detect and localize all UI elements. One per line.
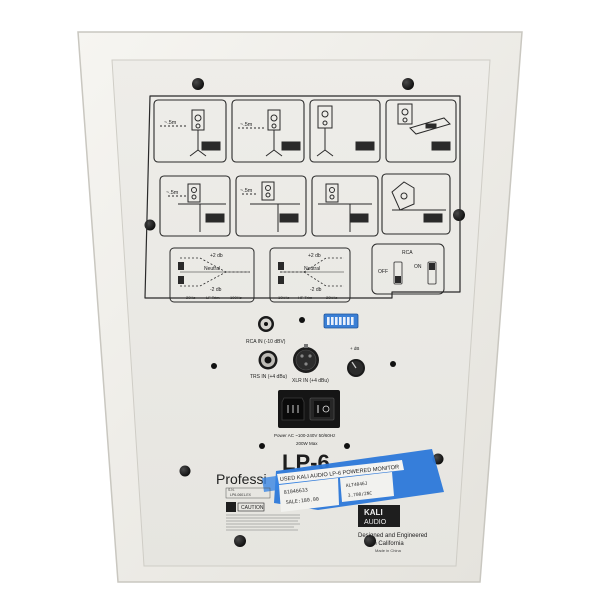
tag-sale: SALE:180.00 [286, 497, 320, 506]
hf-plus-label: +2 db [308, 253, 321, 259]
rca-input-jack[interactable] [258, 316, 274, 332]
dip-switch-bank[interactable] [323, 313, 359, 329]
placement-row-mid [159, 173, 451, 237]
lf-freq-high: 100Hz [230, 295, 242, 300]
distance-label: ~.5m [166, 190, 179, 196]
serial-number: LP6-0601-EX [230, 493, 252, 497]
placement-box [381, 173, 451, 235]
placement-box [309, 99, 381, 163]
screw-icon [299, 317, 305, 323]
hf-trim-label: HF Trim [298, 295, 313, 300]
tag-id-left: 81046633 [284, 488, 309, 496]
lf-neutral-label: Neutral [204, 266, 220, 272]
placement-box [153, 99, 227, 163]
rca-input-label: RCA IN (-10 dBV) [246, 339, 286, 345]
lf-freq-low: 20Hz [186, 295, 195, 300]
power-max-label: 200W Max [296, 441, 318, 446]
power-inlet-module [278, 390, 340, 428]
xlr-input-jack[interactable] [293, 344, 319, 373]
distance-label: ~.5m [240, 188, 253, 194]
hf-freq-low: 10kHz [278, 295, 289, 300]
compliance-label: S.N. LP6-0601-EX CAUTION [225, 487, 300, 531]
tag-id-right: ALT4046J [346, 481, 368, 489]
distance-label: ~.5m [164, 120, 177, 126]
serial-label: S.N. [228, 488, 235, 492]
series-text: Professi [216, 471, 267, 487]
placement-box [231, 99, 305, 163]
diagram-panel [144, 95, 461, 299]
back-plate [111, 59, 491, 567]
trs-input-jack[interactable] [258, 350, 278, 370]
placement-illustrations-mid [168, 181, 446, 232]
screw-icon [211, 363, 217, 369]
lf-minus-label: -2 db [210, 287, 222, 293]
screw-icon [234, 535, 246, 547]
california-text: in California [372, 541, 404, 547]
placement-box [311, 175, 379, 237]
rca-off-label: OFF [378, 269, 388, 275]
lf-trim-chart: +2 db Neutral -2 db 20Hz LF Trim 100Hz [169, 247, 255, 303]
hf-trim-chart: +2 db Neutral -2 db 10kHz HF Trim 20kHz [269, 247, 351, 303]
tag-date: 3.700/2NC [348, 490, 373, 499]
screw-icons [144, 78, 465, 547]
placement-labels-mid: ~.5m ~.5m [166, 188, 253, 196]
rca-switch-chart: RCA OFF ON [371, 243, 445, 295]
hf-freq-high: 20kHz [326, 295, 337, 300]
placement-box [385, 99, 457, 163]
placement-box [235, 175, 307, 237]
trs-input-label: TRS IN (+4 dBu) [250, 374, 287, 380]
rca-title: RCA [402, 250, 413, 256]
lf-plus-label: +2 db [210, 253, 223, 259]
lf-trim-label: LF Trim [206, 295, 220, 300]
screw-icon [179, 465, 191, 477]
screw-icon [453, 209, 465, 221]
placement-labels-top: ~.5m ~.5m [164, 120, 253, 128]
designed-text: Designed and Engineered [358, 533, 427, 539]
caution-label: CAUTION [241, 505, 264, 511]
logo-line-2: AUDIO [364, 519, 387, 526]
placement-row-top [153, 99, 457, 163]
placement-box [159, 175, 231, 237]
power-switch[interactable] [309, 397, 335, 421]
hf-neutral-label: Neutral [304, 266, 320, 272]
screw-icon [402, 78, 414, 90]
screw-icon [192, 78, 204, 90]
logo-line-1: KALI [364, 508, 383, 517]
made-in-text: Made in China [375, 548, 402, 553]
power-spec-label: Power AC ~100-240V 50/60Hz [274, 433, 336, 438]
screw-icon [390, 361, 396, 367]
xlr-input-label: XLR IN (+4 dBu) [292, 378, 329, 384]
rca-on-label: ON [414, 264, 422, 270]
hf-minus-label: -2 db [310, 287, 322, 293]
distance-label: ~.5m [240, 122, 253, 128]
kali-audio-logo: KALI AUDIO [358, 505, 400, 527]
volume-knob[interactable] [347, 359, 365, 377]
screw-icon [364, 535, 376, 547]
screw-icon [344, 443, 350, 449]
volume-knob-label: + dB [350, 346, 359, 351]
screw-icon [259, 443, 265, 449]
placement-illustrations-top [160, 103, 451, 157]
